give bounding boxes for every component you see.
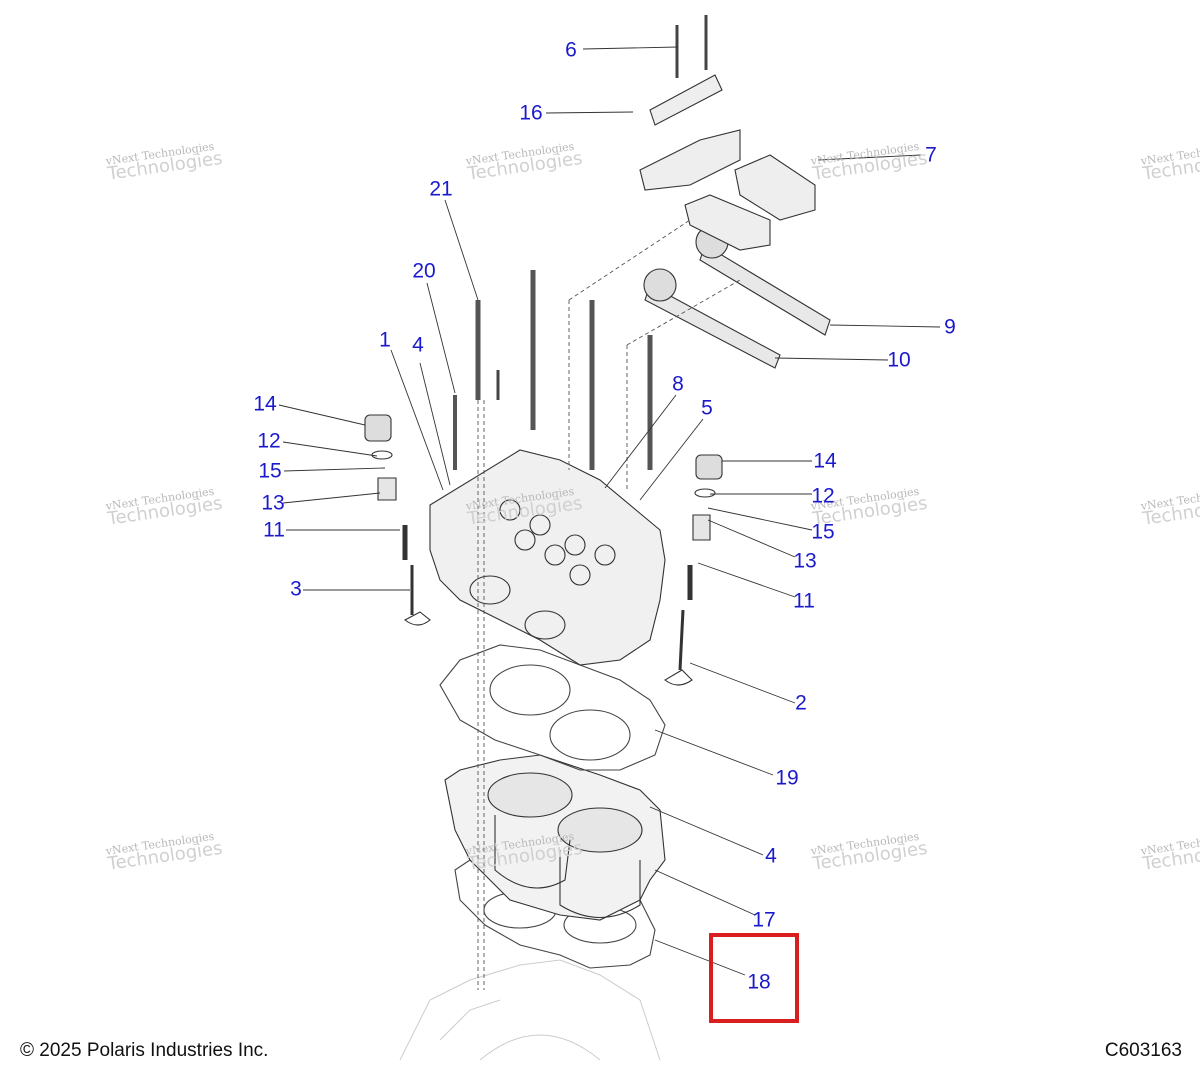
callout-15[interactable]: 15 xyxy=(811,520,835,544)
callout-18[interactable]: 18 xyxy=(747,970,771,994)
cam-cap-7 xyxy=(684,154,816,251)
callout-5[interactable]: 5 xyxy=(701,396,713,420)
callout-12[interactable]: 12 xyxy=(811,484,835,508)
head-gasket-19 xyxy=(439,644,666,771)
callout-13[interactable]: 13 xyxy=(261,491,285,515)
callout-4[interactable]: 4 xyxy=(412,333,424,357)
callout-21[interactable]: 21 xyxy=(429,177,453,201)
callout-10[interactable]: 10 xyxy=(887,348,911,372)
callout-6[interactable]: 6 xyxy=(565,38,577,62)
callout-2[interactable]: 2 xyxy=(795,691,807,715)
callout-3[interactable]: 3 xyxy=(290,577,302,601)
cylinder-17 xyxy=(444,754,666,921)
callout-12[interactable]: 12 xyxy=(257,429,281,453)
selected-part-highlight xyxy=(709,933,799,1023)
callout-14[interactable]: 14 xyxy=(253,392,277,416)
callout-17[interactable]: 17 xyxy=(752,908,776,932)
callout-19[interactable]: 19 xyxy=(775,766,799,790)
right-valve-train xyxy=(664,454,723,686)
callout-11[interactable]: 11 xyxy=(793,589,815,613)
callout-11[interactable]: 11 xyxy=(263,518,285,542)
callout-15[interactable]: 15 xyxy=(258,459,282,483)
camshafts xyxy=(643,225,831,369)
cylinder-head-1 xyxy=(429,449,666,666)
callout-4[interactable]: 4 xyxy=(765,844,777,868)
callout-9[interactable]: 9 xyxy=(944,315,956,339)
cam-carrier-16 xyxy=(639,74,741,191)
callout-14[interactable]: 14 xyxy=(813,449,837,473)
callout-16[interactable]: 16 xyxy=(519,101,543,125)
callout-13[interactable]: 13 xyxy=(793,549,817,573)
crankcase-ghost xyxy=(399,959,661,1061)
left-valve-train xyxy=(364,414,431,626)
callout-1[interactable]: 1 xyxy=(379,328,391,352)
copyright-text: © 2025 Polaris Industries Inc. xyxy=(20,1040,269,1061)
callout-8[interactable]: 8 xyxy=(672,372,684,396)
callout-7[interactable]: 7 xyxy=(925,143,937,167)
callout-20[interactable]: 20 xyxy=(412,259,436,283)
figure-id: C603163 xyxy=(1104,1040,1182,1061)
